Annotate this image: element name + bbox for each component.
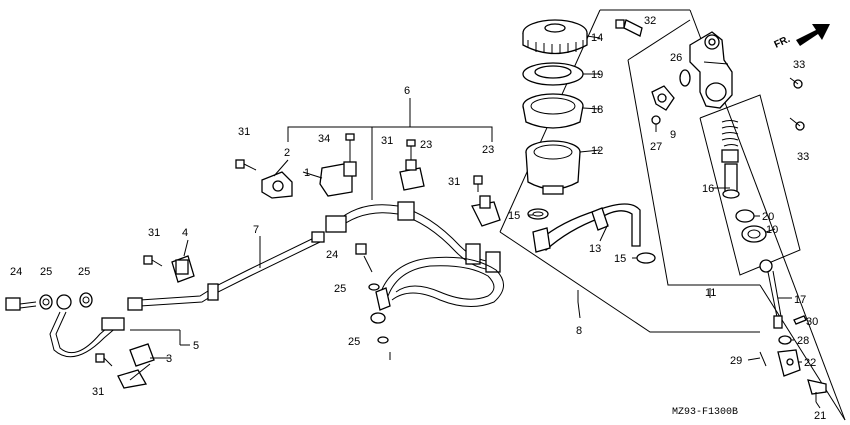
callout-31-e: 31 [92,386,104,398]
lock-nut-28 [778,335,792,345]
brake-hose-loop [379,256,504,307]
callout-numbers: 14 19 18 12 32 26 9 27 33 33 16 20 10 15… [10,15,826,422]
callout-15-lower: 15 [614,253,626,265]
master-cylinder-body [689,31,733,109]
bolts-33 [789,77,805,131]
callout-30: 30 [806,316,818,328]
grommet-4 [171,255,195,283]
callout-21: 21 [814,410,826,422]
callout-3: 3 [166,353,172,365]
clevis-22 [777,349,801,377]
washer-25-center-a [368,283,380,291]
bracket-1 [319,133,357,197]
hose-clamp-3 [117,343,155,389]
callout-33-lower: 33 [797,151,809,163]
callout-10: 10 [766,224,778,236]
callout-32: 32 [644,15,656,27]
brake-pipe-7 [127,231,325,311]
reservoir-tank [525,140,581,195]
cotter-pin-29 [759,351,767,367]
brake-hose-left [49,294,125,358]
callout-4: 4 [182,227,188,239]
washer-25-left-b [79,292,93,308]
bolt-32 [615,19,643,37]
piston-cups [735,209,767,243]
washer-25-left-a [39,294,53,310]
callout-25-left-b: 25 [78,266,90,278]
bolt-31-lower [95,353,113,367]
callout-31-b: 31 [381,135,393,147]
callout-31-d: 31 [148,227,160,239]
callout-1: 1 [304,167,310,179]
callout-19: 19 [591,69,603,81]
callout-17: 17 [794,294,806,306]
callout-20: 20 [762,211,774,223]
pin-21 [807,379,827,402]
front-direction-label: FR. [773,34,792,51]
callout-29: 29 [730,355,742,367]
banjo-bolt-24-center [355,243,373,273]
bracket-23b [471,195,501,227]
reservoir-cap [522,19,588,55]
o-ring-26 [679,69,691,87]
callout-14: 14 [591,32,603,44]
callout-27: 27 [650,141,662,153]
callout-13: 13 [589,243,601,255]
bolt-31-grommet [143,255,163,267]
washer-25-center-b [377,336,391,360]
diaphragm [522,93,584,129]
callout-9: 9 [670,129,676,141]
callout-24-left: 24 [10,266,22,278]
bolt-31-left [235,159,257,171]
callout-15-upper: 15 [508,210,520,222]
bolt-31-center [473,175,483,192]
callout-18: 18 [591,104,603,116]
callout-25-left-a: 25 [40,266,52,278]
callout-23-a: 23 [420,139,432,151]
screw-27 [651,115,661,132]
hose-clip-upper [527,208,549,220]
diaphragm-plate [522,62,584,86]
pin-30 [793,315,807,325]
callout-26: 26 [670,52,682,64]
bracket-23a [399,139,425,191]
callout-33-upper: 33 [793,59,805,71]
callout-24-center: 24 [326,249,338,261]
callout-2: 2 [284,147,290,159]
banjo-bolt-24-left [5,297,37,311]
callout-25-center-a: 25 [334,283,346,295]
banjo-fitting-center [370,287,391,324]
hose-clip-lower [636,252,656,264]
reservoir-hose [532,203,641,253]
callout-31-a: 31 [238,126,250,138]
callout-31-c: 31 [448,176,460,188]
callout-34: 34 [318,133,330,145]
push-rod [759,259,783,329]
callout-28: 28 [797,335,809,347]
hose-clamp-2 [261,171,293,199]
front-direction-indicator: FR. [773,24,830,51]
callout-12: 12 [591,145,603,157]
callout-16: 16 [702,183,714,195]
callout-6: 6 [404,85,410,97]
joint-nipple [651,85,675,111]
callout-25-center-b: 25 [348,336,360,348]
callout-23-b: 23 [482,144,494,156]
callout-8: 8 [576,325,582,337]
callout-5: 5 [193,340,199,352]
piston-spring [721,120,740,199]
leader-lines [130,35,821,409]
callout-7: 7 [253,224,259,236]
diagram-code: MZ93-F1300B [672,407,738,418]
callout-22: 22 [804,357,816,369]
callout-11: 11 [705,287,716,299]
